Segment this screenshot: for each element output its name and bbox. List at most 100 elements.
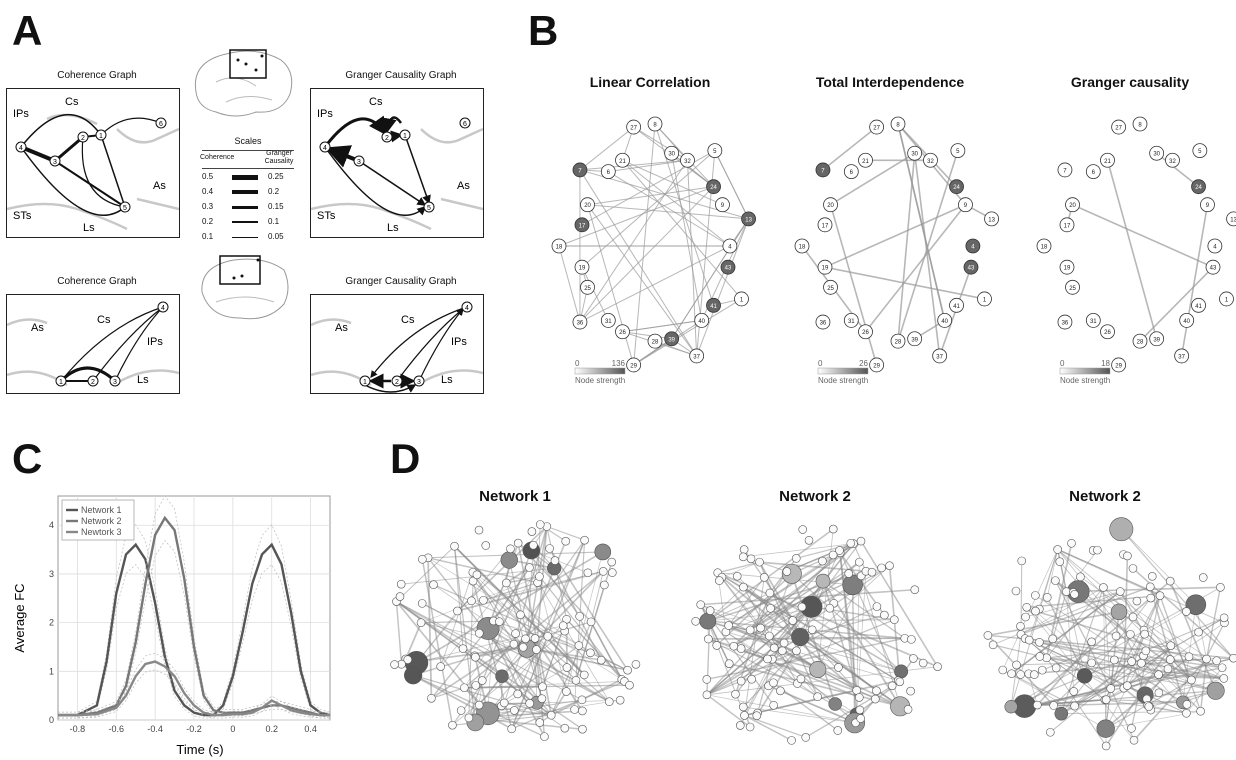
network-edge bbox=[706, 561, 860, 696]
network-edge bbox=[587, 204, 698, 357]
network-node bbox=[689, 348, 705, 364]
network-node-label: 40 bbox=[1183, 319, 1190, 325]
network-edge bbox=[800, 636, 905, 639]
network-node-label: 37 bbox=[936, 354, 943, 360]
network-edge bbox=[796, 543, 854, 559]
network-node-label: 41 bbox=[1195, 304, 1202, 310]
network-edge bbox=[430, 628, 489, 699]
network-node bbox=[464, 713, 474, 723]
network-node-label: 28 bbox=[1137, 340, 1144, 346]
network-node bbox=[1185, 594, 1207, 615]
network-node bbox=[763, 654, 772, 664]
network-node bbox=[890, 333, 906, 349]
network-node bbox=[1053, 545, 1062, 554]
network-node-label: 21 bbox=[862, 159, 869, 165]
network-node bbox=[530, 634, 540, 643]
network-edge bbox=[508, 559, 543, 699]
network-node bbox=[722, 238, 738, 254]
network-node bbox=[1198, 573, 1208, 582]
network-edge bbox=[768, 573, 793, 637]
network-node bbox=[705, 606, 715, 615]
network-node bbox=[1216, 583, 1225, 592]
network-node-label: 20 bbox=[827, 203, 834, 209]
network-edge bbox=[654, 123, 688, 161]
network-node bbox=[600, 164, 616, 180]
network-edge bbox=[633, 123, 656, 365]
network-node bbox=[615, 152, 630, 168]
network-node bbox=[403, 655, 413, 664]
node-1: 1 bbox=[99, 133, 103, 140]
network-node-label: 29 bbox=[873, 363, 880, 369]
network-node bbox=[550, 556, 560, 565]
network-node bbox=[513, 538, 523, 548]
network-edge bbox=[1143, 629, 1192, 681]
network-edge bbox=[590, 571, 604, 622]
network-node bbox=[823, 197, 838, 213]
network-edge bbox=[622, 319, 702, 333]
y-tick-label: 1 bbox=[49, 666, 54, 676]
network-node bbox=[738, 702, 748, 712]
network-node-label: 9 bbox=[721, 203, 725, 209]
x-tick-label: -0.2 bbox=[186, 724, 202, 734]
network-edge bbox=[864, 204, 967, 333]
scale-coherence-value: 0.5 bbox=[202, 172, 214, 181]
network-node bbox=[1004, 700, 1018, 714]
network-edge bbox=[513, 526, 548, 645]
network-node bbox=[468, 576, 478, 586]
x-tick-label: 0.4 bbox=[304, 724, 317, 734]
network-node bbox=[706, 297, 721, 313]
network-node bbox=[949, 297, 964, 313]
network-edge bbox=[472, 571, 591, 654]
network-node bbox=[809, 660, 827, 678]
scale-line-sample bbox=[232, 221, 258, 223]
network-node-label: 26 bbox=[862, 330, 869, 336]
network-node bbox=[776, 686, 785, 696]
network-edge bbox=[1104, 674, 1159, 701]
network-node bbox=[1017, 556, 1027, 566]
network-node bbox=[1070, 701, 1079, 711]
large-network-2 bbox=[691, 524, 942, 745]
y-tick-label: 0 bbox=[49, 715, 54, 725]
network-node-label: 26 bbox=[619, 330, 626, 336]
network-node-label: 39 bbox=[668, 337, 675, 343]
network-node bbox=[396, 579, 406, 589]
network-edge bbox=[431, 687, 465, 699]
network-edge bbox=[440, 582, 507, 667]
granger-graph-bottom: 1 2 3 4 As Cs IPs Ls bbox=[310, 294, 484, 394]
network-edge bbox=[1052, 591, 1067, 640]
network-node-label: 4 bbox=[728, 245, 732, 251]
network-node bbox=[933, 662, 942, 671]
network-node bbox=[1085, 164, 1101, 180]
network-node bbox=[696, 600, 705, 609]
network-node bbox=[1149, 145, 1165, 161]
node-5: 5 bbox=[123, 205, 127, 212]
network-node bbox=[813, 692, 822, 702]
scale-granger-value: 0.2 bbox=[268, 187, 280, 196]
network-edge bbox=[714, 150, 750, 220]
network-node bbox=[499, 698, 509, 708]
legend-label: Network 1 bbox=[81, 505, 122, 515]
network-node bbox=[1111, 631, 1121, 641]
network-edge bbox=[633, 126, 688, 161]
network-edge bbox=[1126, 645, 1172, 687]
network-node bbox=[1165, 576, 1175, 586]
network-node bbox=[1048, 634, 1058, 644]
network-node bbox=[702, 690, 712, 700]
network-node bbox=[1140, 629, 1149, 639]
network-edge bbox=[468, 675, 503, 719]
network-edge bbox=[671, 153, 703, 321]
network-edge bbox=[822, 580, 906, 639]
network-node bbox=[909, 654, 918, 663]
network-node bbox=[734, 291, 749, 307]
network-node bbox=[1111, 357, 1127, 373]
node-4: 4 bbox=[19, 145, 23, 152]
network-node bbox=[1145, 582, 1155, 592]
network-node-label: 18 bbox=[556, 245, 563, 251]
network-node bbox=[791, 627, 810, 647]
network-node bbox=[739, 545, 749, 554]
network-node bbox=[1226, 211, 1236, 227]
network-node bbox=[580, 279, 595, 295]
network-edge bbox=[550, 678, 623, 716]
